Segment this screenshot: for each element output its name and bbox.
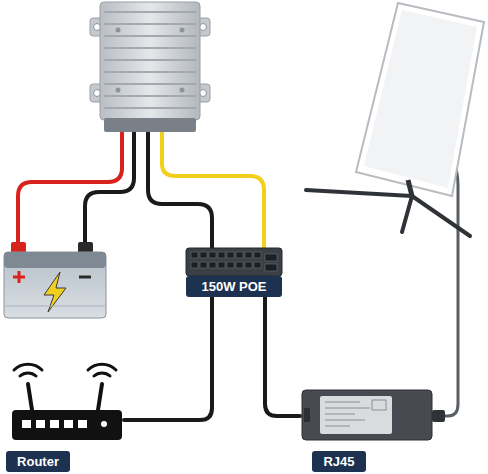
label-band: 150W POE xyxy=(186,276,282,297)
router xyxy=(12,364,122,440)
device-label: RJ45 xyxy=(323,454,354,469)
injector-node: RJ45 xyxy=(300,386,434,472)
battery xyxy=(4,242,106,318)
label-band: RJ45 xyxy=(312,451,366,472)
router-node: Router xyxy=(6,360,124,472)
power-wires xyxy=(18,130,264,250)
label-band: Router xyxy=(6,451,70,472)
network-cable xyxy=(124,297,212,420)
switch-node: 150W POE xyxy=(186,246,282,297)
satellite-dish xyxy=(306,3,484,416)
poe-switch xyxy=(186,248,282,276)
device-label: Router xyxy=(17,454,59,469)
device-label: 150W POE xyxy=(201,279,266,294)
poe-injector xyxy=(302,390,445,440)
network-cable xyxy=(265,297,300,416)
dc-converter xyxy=(90,2,210,132)
